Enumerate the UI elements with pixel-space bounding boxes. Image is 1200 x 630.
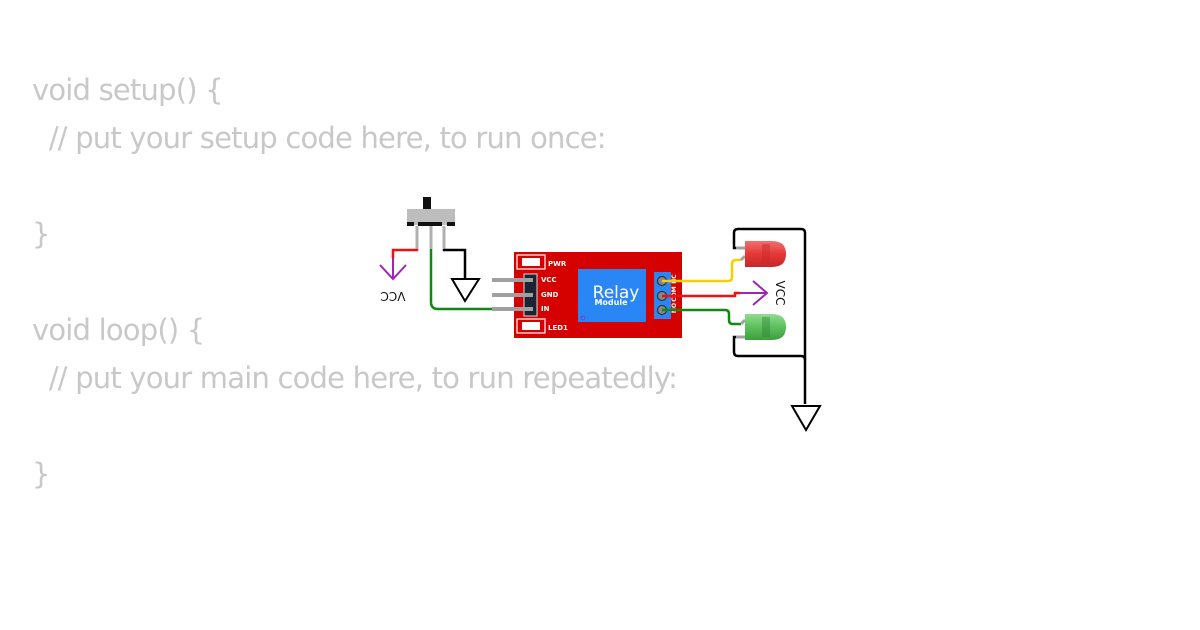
terminal-label-com: COM [671, 286, 678, 302]
switch-foot [447, 222, 455, 226]
wire-green-no-green-led[interactable] [662, 308, 741, 326]
code-line: } [32, 217, 50, 251]
vcc-label-right: VCC [773, 281, 787, 306]
led1-outline [516, 318, 546, 334]
relay-subtitle: Module [594, 298, 628, 307]
vcc-symbol-right: VCC [740, 280, 787, 306]
led-leg [739, 318, 747, 326]
switch-foot [418, 222, 442, 226]
pin-label-gnd: GND [541, 291, 559, 299]
ground-icon [790, 405, 822, 432]
green-led[interactable] [736, 314, 786, 340]
code-line: } [32, 457, 50, 491]
terminal-label-no: NO [671, 303, 678, 313]
red-led-body [745, 241, 786, 267]
vcc-arrow-icon [379, 264, 407, 281]
slide-switch[interactable] [407, 197, 455, 249]
wire-black-switch-gnd[interactable] [442, 248, 467, 278]
terminal-label-nc: NC [671, 274, 678, 284]
wire-black-green-led-gnd[interactable] [732, 335, 807, 361]
code-editor-background: void setup() { // put your setup code he… [32, 66, 678, 498]
ground-icon [450, 278, 481, 303]
led1 [522, 322, 540, 330]
relay-title: Relay [593, 283, 640, 303]
wire-yellow-nc-red-led[interactable] [662, 258, 741, 283]
led-leg [739, 254, 747, 262]
vcc-symbol-left: VCC [379, 258, 407, 303]
green-led-body [745, 314, 786, 340]
pwr-label: PWR [548, 260, 567, 268]
wire-red-com-vcc[interactable] [662, 291, 740, 298]
pin-label-in: IN [541, 305, 550, 313]
green-led-die [762, 317, 770, 337]
red-led-die [762, 244, 770, 264]
vcc-label-left: VCC [381, 289, 406, 303]
code-line: void setup() { [32, 73, 224, 107]
vcc-arrow-icon [752, 280, 769, 306]
pwr-led [522, 258, 540, 266]
wire-red-switch-vcc[interactable] [391, 248, 419, 258]
relay-module[interactable]: PWR LED1 VCC GND IN Relay Module NC COM … [492, 252, 682, 338]
wire-black-red-led-gnd[interactable] [732, 227, 807, 404]
switch-knob[interactable] [423, 197, 431, 210]
relay-marker [580, 315, 586, 321]
switch-body [407, 209, 455, 225]
red-led[interactable] [736, 241, 786, 267]
pin-label-vcc: VCC [541, 276, 557, 284]
pwr-led-outline [516, 254, 546, 270]
led1-label: LED1 [548, 324, 568, 332]
switch-foot [407, 222, 414, 226]
code-line: // put your main code here, to run repea… [32, 361, 678, 395]
wire-green-switch-in[interactable] [429, 249, 492, 311]
code-line: // put your setup code here, to run once… [32, 121, 607, 155]
relay-block [578, 269, 646, 322]
code-line: void loop() { [32, 313, 205, 347]
